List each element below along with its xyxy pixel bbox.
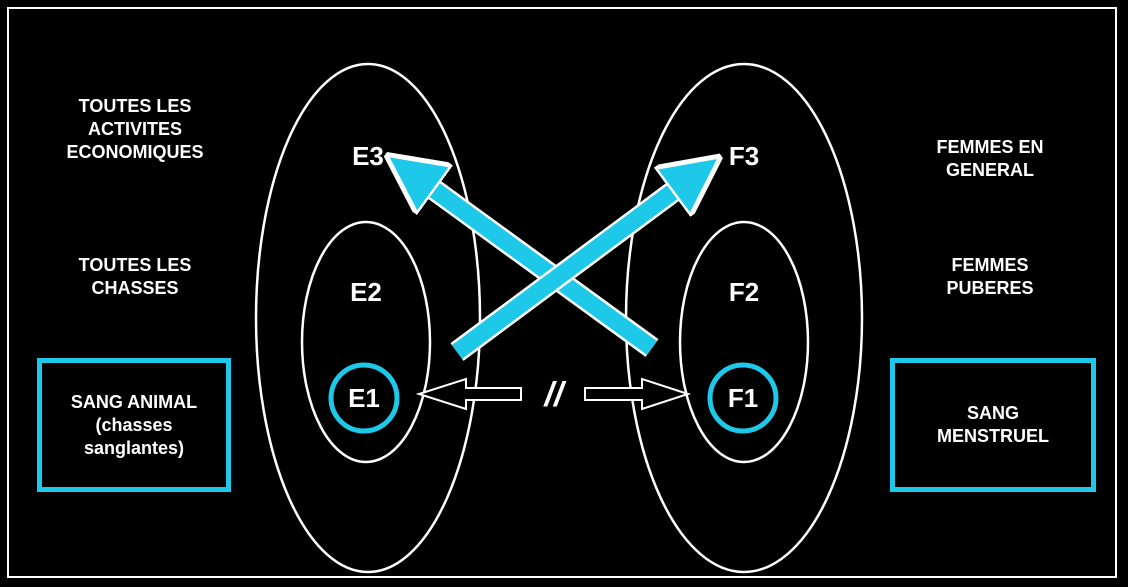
node-e2: E2 xyxy=(350,277,382,307)
arrow-toward-f1 xyxy=(584,377,692,411)
box-sang-animal: SANG ANIMAL (chasses sanglantes) xyxy=(37,358,231,492)
circle-f1 xyxy=(707,362,779,434)
node-f2: F2 xyxy=(728,277,760,307)
arrow-f1-to-e3-fill xyxy=(425,183,657,355)
arrow-e1-to-f3-fill xyxy=(451,185,682,359)
label-sang-animal: SANG ANIMAL (chasses sanglantes) xyxy=(70,391,198,458)
diagram-frame xyxy=(7,7,1117,578)
node-e3: E3 xyxy=(352,141,384,171)
ellipse-f2 xyxy=(678,220,810,464)
label-toutes-chasses: TOUTES LES CHASSES xyxy=(78,255,192,298)
node-f3: F3 xyxy=(728,141,760,171)
ellipse-e3 xyxy=(254,62,482,574)
circle-e1 xyxy=(328,362,400,434)
box-sang-menstruel: SANG MENSTRUEL xyxy=(890,358,1096,492)
parallel-connector: // xyxy=(544,376,564,414)
ellipse-e2 xyxy=(300,220,432,464)
arrow-toward-e1 xyxy=(415,377,522,411)
label-toutes-activites: TOUTES LES ACTIVITES ECONOMIQUES xyxy=(66,96,204,162)
label-sang-menstruel: SANG MENSTRUEL xyxy=(937,403,1049,446)
node-f1: F1 xyxy=(727,383,759,413)
node-e1: E1 xyxy=(348,383,380,413)
label-femmes-general: FEMMES EN GENERAL xyxy=(936,137,1044,180)
label-femmes-puberes: FEMMES PUBERES xyxy=(946,255,1034,298)
